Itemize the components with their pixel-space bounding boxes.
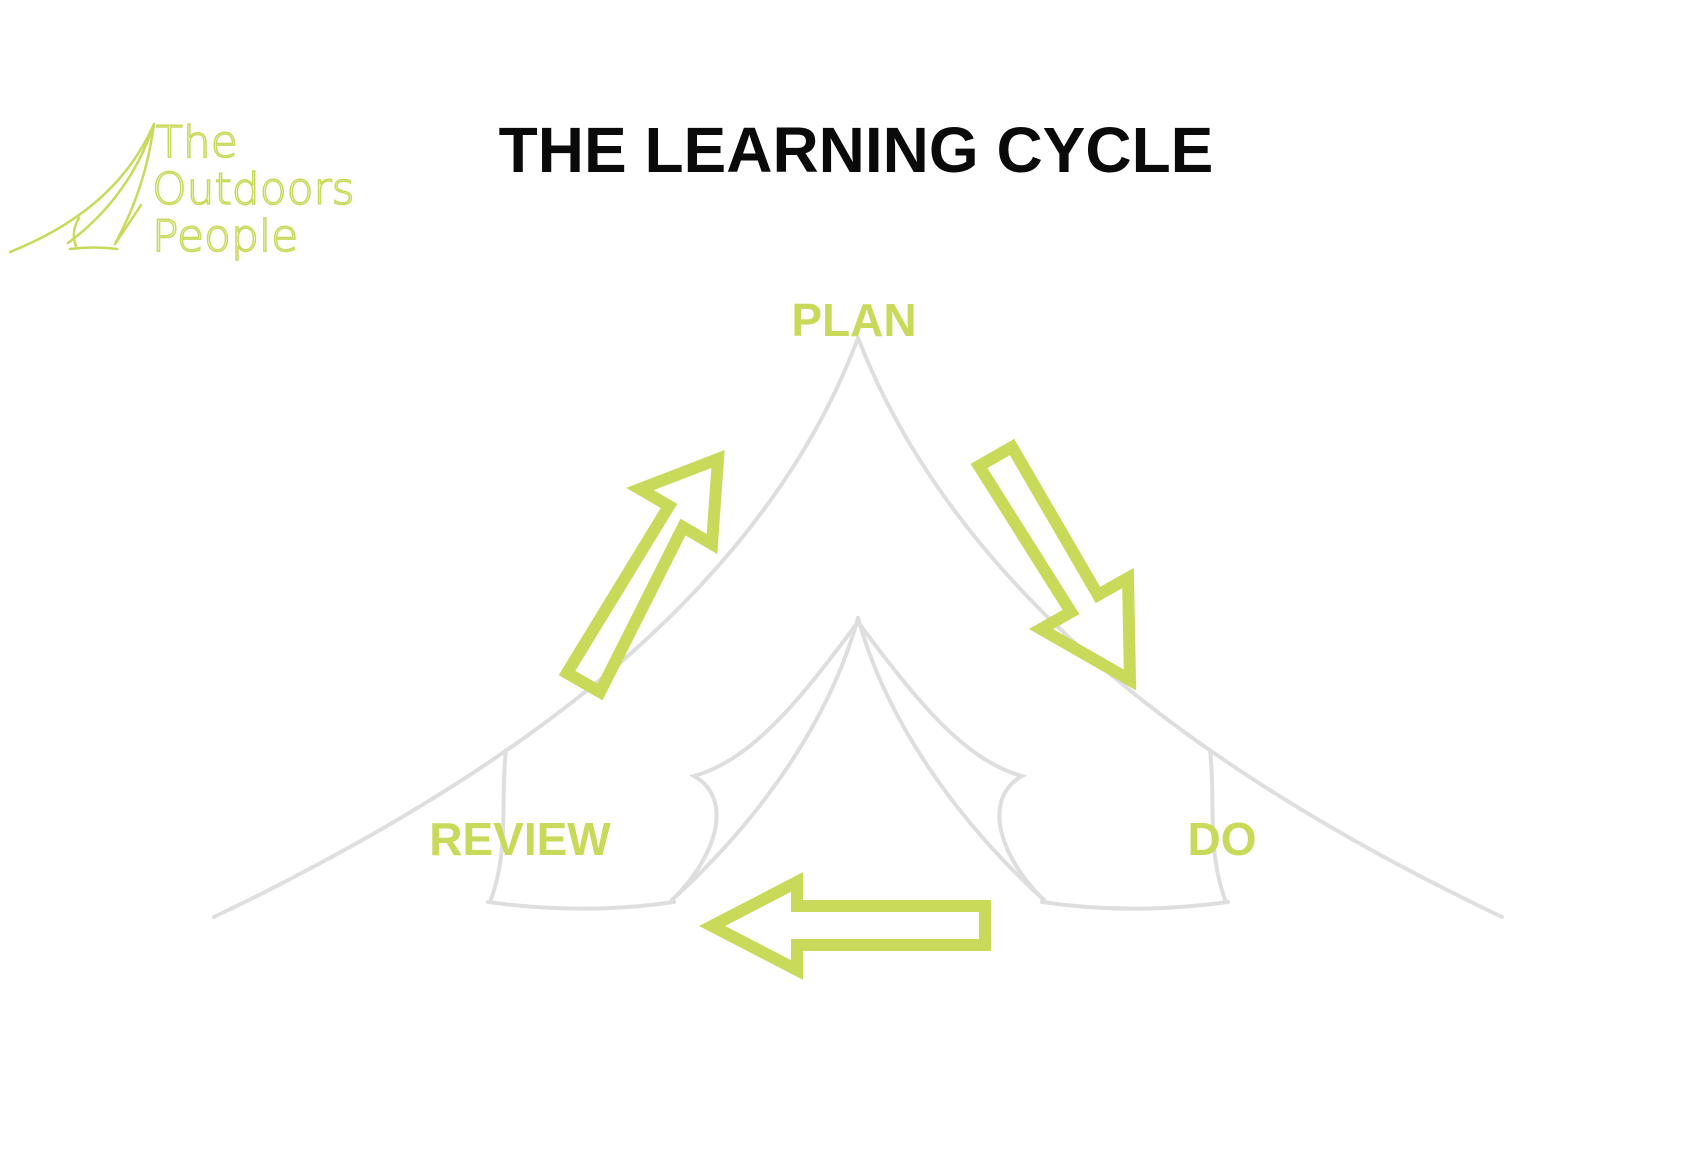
logo-text-outdoors: Outdoors [152, 164, 355, 215]
tent-base-right [1040, 900, 1230, 911]
tent-door-right [856, 616, 1046, 902]
arrow-plan-to-do-icon [970, 438, 1137, 691]
arrow-review-to-plan-icon [558, 450, 725, 701]
tent-wall-right [1208, 748, 1228, 904]
logo-text-people: People [152, 211, 298, 262]
tent-wall-left [488, 748, 508, 904]
company-logo: The Outdoors People [8, 116, 355, 263]
tent-door-left [670, 616, 860, 902]
logo-text-the: The [156, 117, 238, 168]
tent-background-illustration [212, 336, 1504, 919]
stage-label-do: DO [1188, 813, 1257, 865]
arrow-do-to-review-icon [698, 872, 991, 980]
tent-right-edge [856, 336, 1504, 919]
page-title: THE LEARNING CYCLE [499, 114, 1214, 186]
tent-flap-right [856, 620, 1046, 902]
tent-logo-icon [8, 122, 156, 254]
tent-flap-left [670, 620, 860, 902]
tent-base-left [486, 900, 676, 911]
stage-label-plan: PLAN [791, 294, 916, 346]
flow-arrows [558, 438, 1137, 980]
stage-label-review: REVIEW [429, 813, 611, 865]
